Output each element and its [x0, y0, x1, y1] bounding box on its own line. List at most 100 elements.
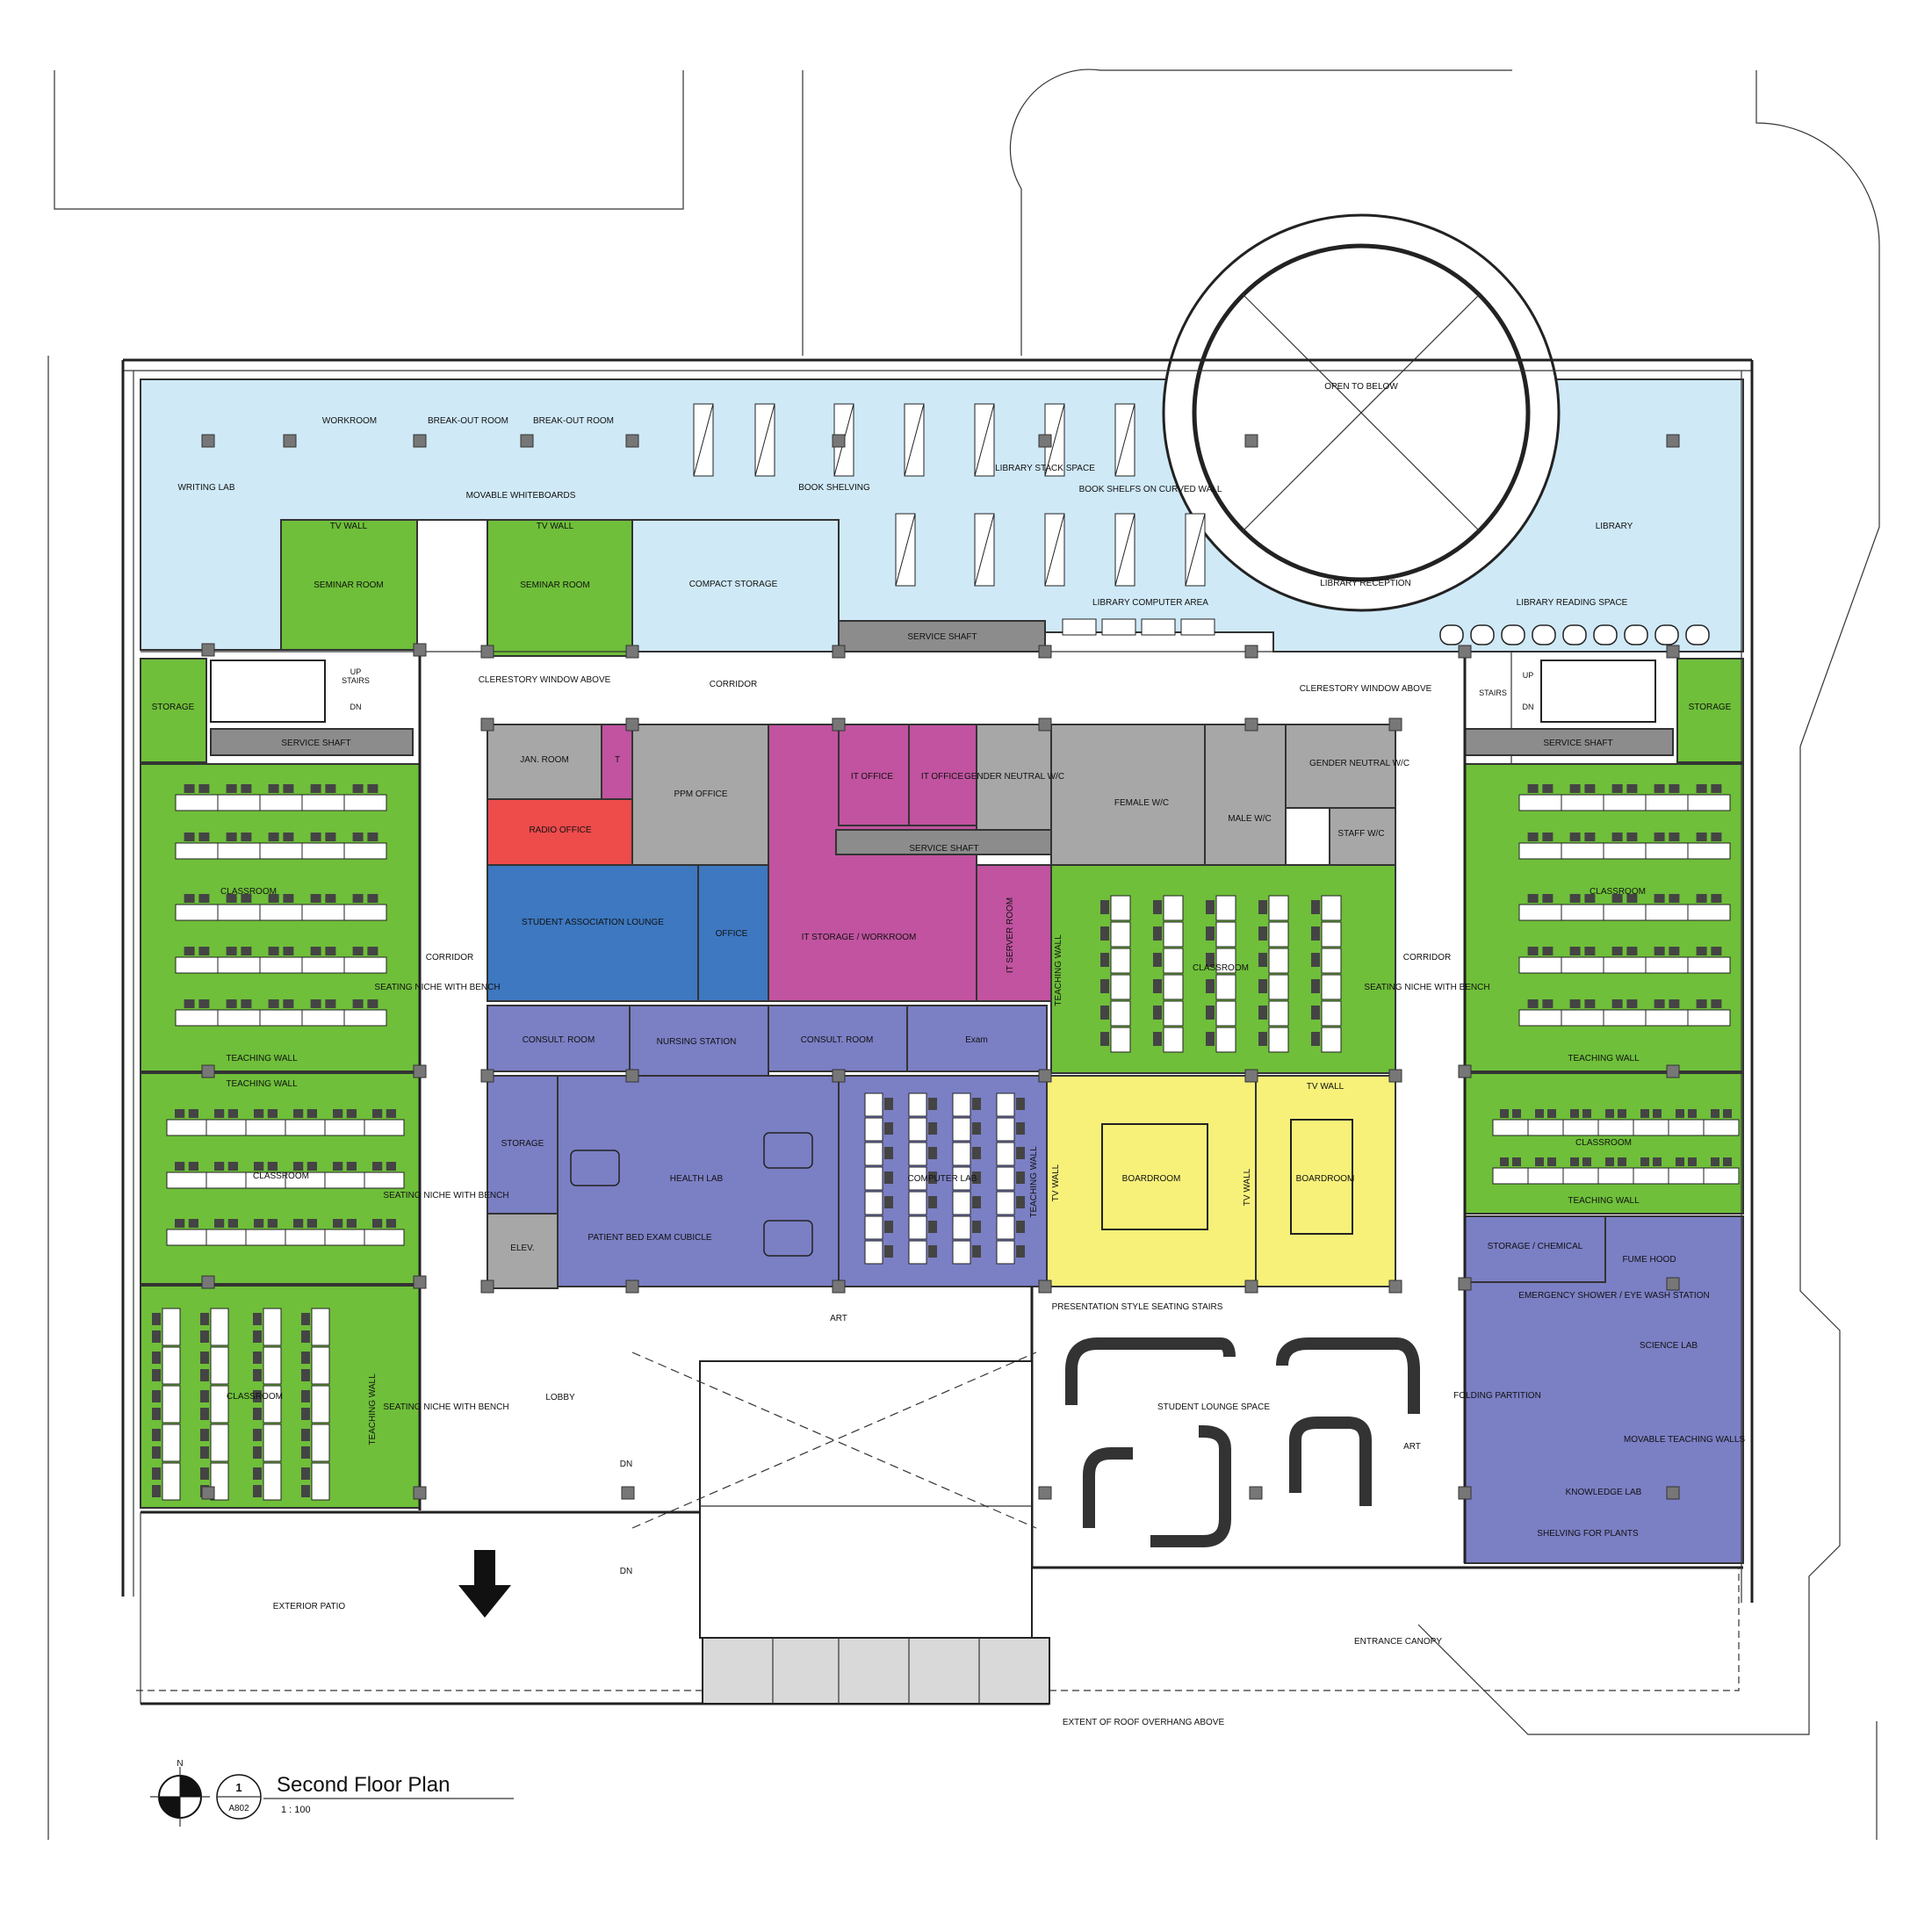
boardroom-1-room	[1046, 1075, 1257, 1287]
structural-column	[621, 1486, 635, 1500]
student-desk-chair	[1605, 1109, 1614, 1118]
student-desk-chair	[1669, 833, 1680, 841]
structural-column	[625, 645, 639, 659]
student-desk-chair	[268, 833, 279, 841]
structural-column	[625, 717, 639, 732]
seating-niche-2-label: SEATING NICHE WITH BENCH	[383, 1191, 508, 1200]
stairs-right-label: STAIRS	[1479, 688, 1507, 697]
student-desk	[1163, 895, 1184, 921]
student-desk	[1645, 904, 1689, 921]
seating-niche-4-label: SEATING NICHE WITH BENCH	[1364, 983, 1489, 992]
student-desk-chair	[293, 1219, 304, 1228]
up-right-label: UP	[1523, 671, 1534, 680]
student-desk-chair	[1542, 947, 1554, 955]
open-to-below-label: OPEN TO BELOW	[1324, 382, 1398, 392]
structural-column	[1388, 1280, 1402, 1294]
student-desk-chair	[1206, 1006, 1215, 1020]
presentation-stairs-label: PRESENTATION STYLE SEATING STAIRS	[1052, 1302, 1223, 1312]
structural-column	[1038, 1069, 1052, 1083]
student-desk-chair	[1626, 999, 1638, 1008]
student-desk	[1518, 904, 1562, 921]
student-desk-chair	[1669, 999, 1680, 1008]
exam-label: Exam	[965, 1035, 988, 1045]
computer-desk	[996, 1117, 1015, 1142]
health-lab-label: HEALTH LAB	[670, 1174, 724, 1184]
student-desk-chair	[200, 1446, 209, 1459]
compact-storage-label: COMPACT STORAGE	[689, 580, 778, 589]
computer-desk	[908, 1166, 927, 1191]
computer-desk	[908, 1092, 927, 1117]
student-desk	[343, 794, 387, 811]
student-desk-chair	[268, 784, 279, 793]
student-desk-chair	[310, 833, 321, 841]
structural-column	[625, 434, 639, 448]
computer-chair	[884, 1245, 893, 1258]
reading-chair	[1439, 624, 1464, 645]
seminar-room-1	[280, 519, 418, 651]
structural-column	[625, 1069, 639, 1083]
student-desk-chair	[1696, 947, 1707, 955]
structural-column	[832, 434, 846, 448]
dn-1-label: DN	[620, 1460, 632, 1469]
patient-bed	[763, 1132, 813, 1169]
student-desk	[1561, 956, 1604, 974]
structural-column	[201, 643, 215, 657]
computer-desk	[864, 1240, 883, 1265]
student-desk-chair	[267, 1219, 278, 1228]
student-desk	[343, 956, 387, 974]
student-desk-chair	[352, 947, 364, 955]
classroom-c-label: CLASSROOM	[1193, 963, 1249, 973]
student-desk-chair	[325, 833, 336, 841]
student-desk-chair	[1100, 979, 1109, 993]
student-desk-chair	[184, 999, 195, 1008]
student-desk-chair	[301, 1467, 310, 1480]
computer-chair	[884, 1122, 893, 1135]
storage-mid-room	[487, 1075, 559, 1215]
structural-column	[1244, 434, 1258, 448]
nursing-label: NURSING STATION	[657, 1037, 737, 1047]
student-desk	[1110, 921, 1131, 948]
classroom-r1-label: CLASSROOM	[1590, 887, 1646, 897]
student-desk-chair	[253, 1467, 262, 1480]
computer-chair	[928, 1147, 937, 1159]
teaching-wall-4-label: TEACHING WALL	[1054, 934, 1063, 1006]
tv-wall-4-label: TV WALL	[1243, 1168, 1252, 1206]
student-desk	[263, 1462, 282, 1501]
structural-column	[1038, 1280, 1052, 1294]
student-desk-chair	[1723, 1109, 1732, 1118]
student-desk-chair	[1311, 953, 1320, 967]
student-desk-chair	[352, 894, 364, 903]
student-desk-chair	[306, 1109, 317, 1118]
student-desk	[175, 842, 219, 860]
student-desk	[301, 956, 345, 974]
student-desk	[1645, 842, 1689, 860]
corridor-top-label: CORRIDOR	[710, 680, 757, 689]
gender-neutral-2-room	[1285, 724, 1396, 809]
student-desk	[245, 1119, 286, 1136]
classroom-right-2	[1464, 1072, 1744, 1215]
student-desk-chair	[301, 1485, 310, 1497]
student-desk-chair	[293, 1109, 304, 1118]
bookshelf-line	[754, 403, 775, 477]
student-desk-chair	[152, 1485, 161, 1497]
student-desk-chair	[152, 1313, 161, 1325]
library-computer-desk	[1101, 618, 1136, 636]
shelving-plants-label: SHELVING FOR PLANTS	[1537, 1529, 1639, 1539]
bookshelf-line	[1044, 403, 1065, 477]
computer-desk	[908, 1240, 927, 1265]
student-desk-chair	[293, 1162, 304, 1171]
student-desk-chair	[1676, 1157, 1684, 1166]
computer-desk	[952, 1240, 971, 1265]
computer-chair	[884, 1171, 893, 1184]
student-desk-chair	[1311, 979, 1320, 993]
student-desk	[210, 1462, 229, 1501]
student-desk-chair	[200, 1429, 209, 1441]
radio-office-label: RADIO OFFICE	[529, 825, 591, 835]
structural-column	[1666, 1064, 1680, 1078]
library-computer-desk	[1141, 618, 1176, 636]
student-desk-chair	[283, 833, 294, 841]
student-desk-chair	[352, 999, 364, 1008]
student-desk-chair	[1654, 784, 1665, 793]
storage-left-room	[140, 658, 207, 763]
student-desk	[259, 956, 303, 974]
